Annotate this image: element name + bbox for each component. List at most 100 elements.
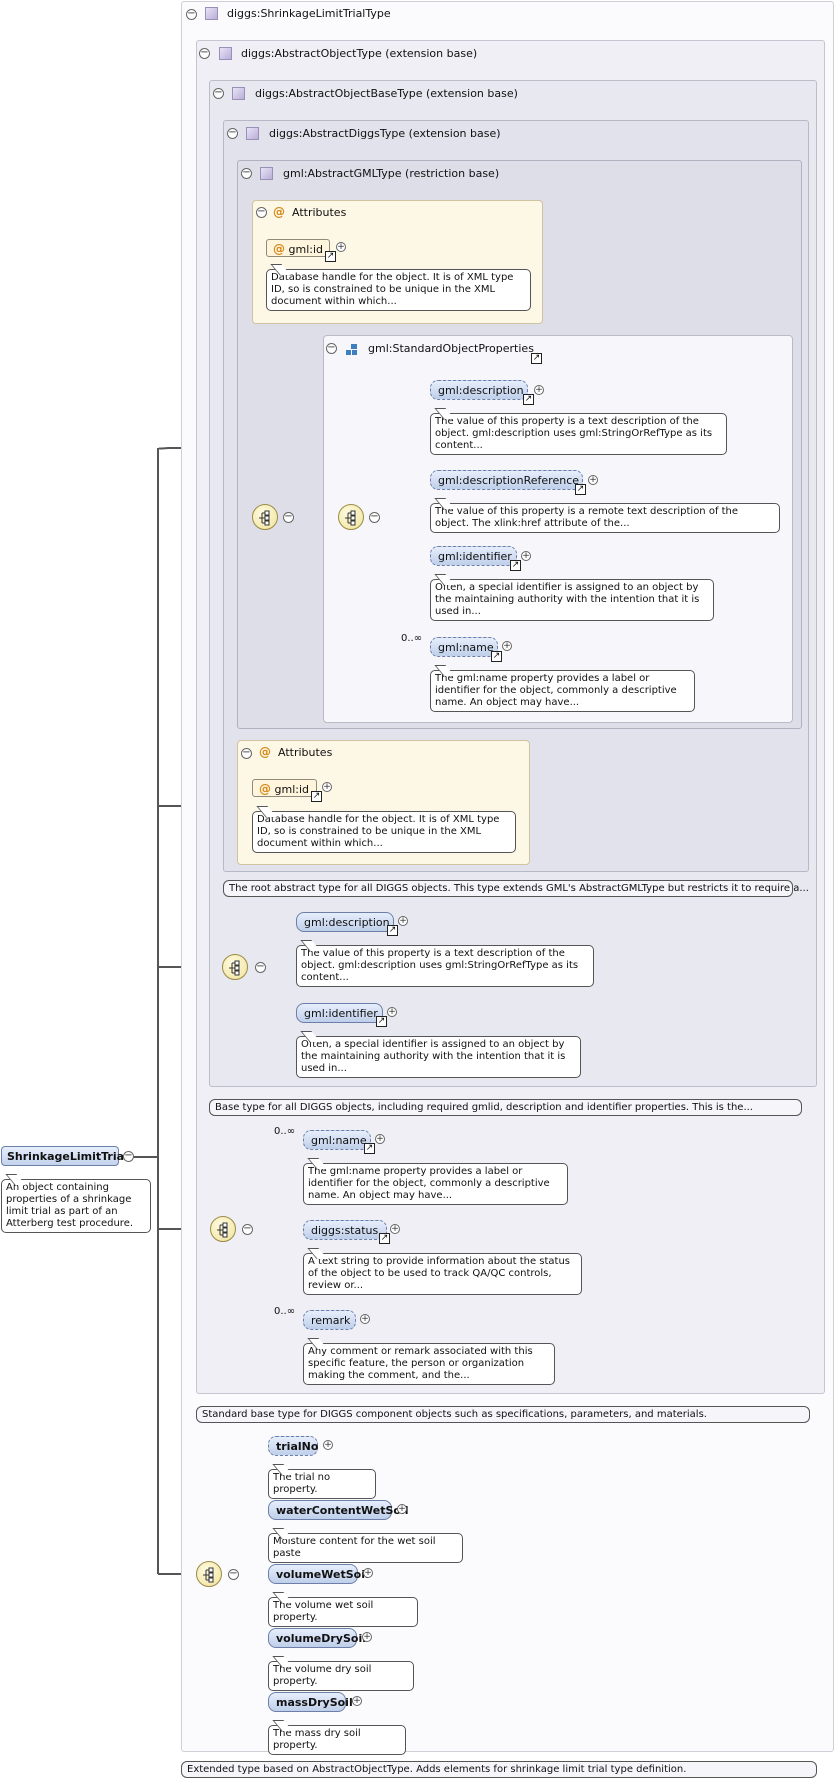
expand-icon[interactable]: +	[322, 782, 332, 792]
element-volume-wet-soil[interactable]: volumeWetSoil	[268, 1564, 369, 1584]
element-doc: Often, a special identifier is assigned …	[430, 579, 714, 621]
collapse-icon[interactable]: −	[283, 511, 294, 523]
reference-arrow-icon[interactable]: ↗	[325, 251, 336, 262]
element-gml-name[interactable]: gml:name	[303, 1130, 371, 1150]
attributes-title: @ Attributes	[273, 205, 346, 219]
collapse-icon[interactable]: −	[241, 747, 252, 759]
expand-icon[interactable]: +	[390, 1224, 400, 1234]
complex-type-icon	[246, 127, 259, 140]
expand-icon[interactable]: +	[397, 1504, 407, 1514]
complex-type-icon	[219, 47, 232, 60]
collapse-icon[interactable]: −	[227, 127, 238, 139]
collapse-icon[interactable]: −	[326, 342, 337, 354]
element-gml-description[interactable]: gml:description	[296, 912, 394, 932]
sequence-compositor-icon[interactable]	[222, 954, 248, 980]
collapse-icon[interactable]: −	[255, 961, 266, 973]
attribute-gml-id[interactable]: @ gml:id	[252, 779, 317, 797]
expand-icon[interactable]: +	[534, 385, 544, 395]
type-title: diggs:AbstractObjectBaseType (extension …	[255, 87, 518, 100]
element-gml-name[interactable]: gml:name	[430, 637, 498, 657]
reference-arrow-icon[interactable]: ↗	[364, 1143, 375, 1154]
complex-type-icon	[260, 167, 273, 180]
element-volume-dry-soil[interactable]: volumeDrySoil	[268, 1628, 366, 1648]
element-gml-description[interactable]: gml:description	[430, 380, 528, 400]
element-doc: Moisture content for the wet soil paste	[268, 1533, 463, 1563]
collapse-icon[interactable]: −	[241, 167, 252, 179]
cardinality-label: 0..∞	[274, 1306, 296, 1317]
collapse-icon[interactable]: −	[123, 1150, 134, 1162]
expand-icon[interactable]: +	[502, 641, 512, 651]
type-title: diggs:ShrinkageLimitTrialType	[227, 7, 391, 20]
attribute-icon: @	[259, 782, 271, 796]
element-mass-dry-soil[interactable]: massDrySoil	[268, 1692, 353, 1712]
expand-icon[interactable]: +	[588, 475, 598, 485]
expand-icon[interactable]: +	[398, 916, 408, 926]
element-diggs-status[interactable]: diggs:status	[303, 1220, 387, 1240]
collapse-icon[interactable]: −	[199, 47, 210, 59]
collapse-icon[interactable]: −	[213, 87, 224, 99]
expand-icon[interactable]: +	[323, 1440, 333, 1450]
reference-arrow-icon[interactable]: ↗	[379, 1233, 390, 1244]
sequence-compositor-icon[interactable]	[252, 504, 278, 530]
collapse-icon[interactable]: −	[256, 206, 267, 218]
element-doc: The volume wet soil property.	[268, 1597, 418, 1627]
element-doc: The mass dry soil property.	[268, 1725, 406, 1755]
attributes-label: Attributes	[292, 206, 347, 219]
reference-arrow-icon[interactable]: ↗	[311, 791, 322, 802]
attribute-gml-id[interactable]: @ gml:id	[266, 239, 330, 257]
reference-arrow-icon[interactable]: ↗	[575, 484, 586, 495]
attribute-icon: @	[273, 242, 285, 256]
cardinality-label: 0..∞	[401, 633, 423, 644]
expand-icon[interactable]: +	[352, 1696, 362, 1706]
sequence-compositor-icon[interactable]	[338, 504, 364, 530]
expand-icon[interactable]: +	[336, 242, 346, 252]
element-water-content-wet-soil[interactable]: waterContentWetSoil	[268, 1500, 408, 1520]
collapse-icon[interactable]: −	[242, 1223, 253, 1235]
attribute-doc: Database handle for the object. It is of…	[252, 811, 516, 853]
reference-arrow-icon[interactable]: ↗	[531, 353, 542, 364]
attribute-doc: Database handle for the object. It is of…	[266, 269, 531, 311]
type-doc: Base type for all DIGGS objects, includi…	[209, 1099, 802, 1116]
reference-arrow-icon[interactable]: ↗	[491, 651, 502, 662]
reference-arrow-icon[interactable]: ↗	[510, 560, 521, 571]
collapse-icon[interactable]: −	[186, 8, 197, 20]
complex-type-icon	[232, 87, 245, 100]
type-title: gml:AbstractGMLType (restriction base)	[283, 167, 500, 180]
element-trial-no[interactable]: trialNo	[268, 1436, 318, 1456]
group-title: gml:StandardObjectProperties	[368, 342, 534, 355]
root-element-doc: An object containing properties of a shr…	[1, 1179, 151, 1233]
type-doc: Standard base type for DIGGS component o…	[196, 1406, 810, 1423]
reference-arrow-icon[interactable]: ↗	[376, 1016, 387, 1027]
element-doc: The volume dry soil property.	[268, 1661, 414, 1691]
expand-icon[interactable]: +	[375, 1134, 385, 1144]
attribute-name: gml:id	[288, 243, 324, 256]
group-icon	[346, 344, 357, 355]
expand-icon[interactable]: +	[363, 1568, 373, 1578]
type-title: diggs:AbstractDiggsType (extension base)	[269, 127, 501, 140]
type-title: diggs:AbstractObjectType (extension base…	[241, 47, 478, 60]
element-doc: The trial no property.	[268, 1469, 376, 1499]
collapse-icon[interactable]: −	[228, 1568, 239, 1580]
complex-type-icon	[205, 7, 218, 20]
sequence-compositor-icon[interactable]	[196, 1561, 222, 1587]
expand-icon[interactable]: +	[521, 551, 531, 561]
element-gml-identifier[interactable]: gml:identifier	[430, 546, 517, 566]
element-remark[interactable]: remark	[303, 1310, 356, 1330]
element-gml-identifier[interactable]: gml:identifier	[296, 1003, 383, 1023]
root-element-shrinkage-limit-trial[interactable]: ShrinkageLimitTrial	[1, 1146, 128, 1166]
attributes-title: @ Attributes	[259, 745, 332, 759]
expand-icon[interactable]: +	[360, 1314, 370, 1324]
element-doc: The gml:name property provides a label o…	[303, 1163, 568, 1205]
reference-arrow-icon[interactable]: ↗	[523, 394, 534, 405]
element-doc: The gml:name property provides a label o…	[430, 670, 695, 712]
reference-arrow-icon[interactable]: ↗	[387, 925, 398, 936]
element-doc: The value of this property is a remote t…	[430, 503, 780, 533]
element-doc: The value of this property is a text des…	[296, 945, 594, 987]
attribute-icon: @	[273, 205, 285, 219]
element-gml-description-reference[interactable]: gml:descriptionReference	[430, 470, 583, 490]
expand-icon[interactable]: +	[362, 1632, 372, 1642]
expand-icon[interactable]: +	[387, 1007, 397, 1017]
type-doc: The root abstract type for all DIGGS obj…	[223, 880, 809, 897]
collapse-icon[interactable]: −	[369, 511, 380, 523]
sequence-compositor-icon[interactable]	[210, 1216, 236, 1242]
